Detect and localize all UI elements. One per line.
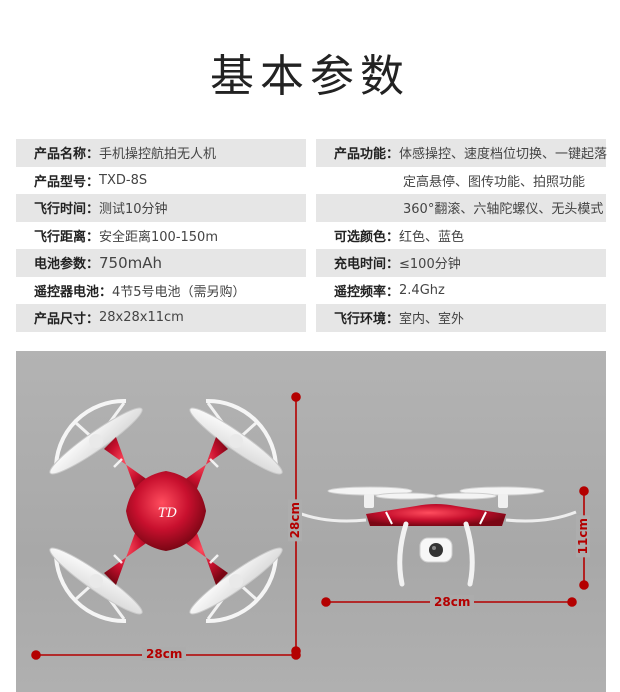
spec-label: 充电时间： (334, 257, 400, 273)
product-photo: TD (16, 351, 606, 692)
spec-value: 4节5号电池（需另购） (112, 284, 246, 300)
spec-row: 飞行距离：安全距离100-150m (16, 222, 306, 250)
spec-value: 750mAh (99, 253, 163, 272)
svg-text:TD: TD (158, 506, 178, 521)
spec-table-right: 产品功能：体感操控、速度档位切换、一键起落 定高悬停、图传功能、拍照功能 360… (316, 139, 608, 332)
spec-label: 产品尺寸： (34, 312, 100, 328)
top-view-drone: TD (49, 398, 283, 624)
spec-value: ≤100分钟 (399, 257, 461, 273)
spec-table-left: 产品名称：手机操控航拍无人机 产品型号：TXD-8S 飞行时间：测试10分钟 飞… (16, 139, 306, 332)
spec-label: 飞行距离： (34, 229, 100, 245)
spec-value: 体感操控、速度档位切换、一键起落 (399, 147, 608, 163)
spec-value: 安全距离100-150m (99, 229, 218, 245)
spec-row: 产品功能：体感操控、速度档位切换、一键起落 (316, 139, 608, 167)
spec-value: 28x28x11cm (99, 310, 184, 326)
spec-value: 定高悬停、图传功能、拍照功能 (403, 174, 586, 190)
spec-row: 电池参数：750mAh (16, 249, 306, 277)
spec-row: 产品名称：手机操控航拍无人机 (16, 139, 306, 167)
drone-illustration: TD (31, 392, 589, 660)
side-view-width-label: 28cm (430, 595, 475, 609)
spec-row: 遥控器电池：4节5号电池（需另购） (16, 277, 306, 305)
spec-value: 2.4Ghz (399, 282, 445, 298)
spec-label: 产品功能： (334, 147, 400, 163)
spec-row: 飞行环境：室内、室外 (316, 304, 606, 332)
top-view-width-label: 28cm (142, 647, 187, 661)
spec-row: 遥控频率：2.4Ghz (316, 277, 606, 305)
spec-value: 室内、室外 (399, 312, 465, 328)
spec-row: 飞行时间：测试10分钟 (16, 194, 306, 222)
spec-label: 电池参数： (34, 257, 100, 273)
spec-label: 产品名称： (34, 147, 100, 163)
spec-row: 定高悬停、图传功能、拍照功能 (316, 167, 606, 195)
spec-row: 产品型号：TXD-8S (16, 167, 306, 195)
spec-value: 红色、蓝色 (399, 229, 465, 245)
page-title: 基本参数 (210, 51, 410, 102)
top-view-depth-label: 28cm (288, 499, 302, 542)
spec-row: 可选颜色：红色、蓝色 (316, 222, 606, 250)
spec-row: 充电时间：≤100分钟 (316, 249, 606, 277)
side-view-height-label: 11cm (576, 515, 590, 558)
spec-label: 飞行时间： (34, 202, 100, 218)
spec-row: 产品尺寸：28x28x11cm (16, 304, 306, 332)
spec-value: TXD-8S (99, 172, 148, 188)
spec-value: 360°翻滚、六轴陀螺仪、无头模式 (403, 202, 604, 218)
spec-label: 飞行环境： (334, 312, 400, 328)
spec-label: 产品型号： (34, 174, 100, 190)
spec-value: 测试10分钟 (99, 202, 168, 218)
spec-label: 可选颜色： (334, 229, 400, 245)
spec-row: 360°翻滚、六轴陀螺仪、无头模式 (316, 194, 606, 222)
spec-label: 遥控器电池： (34, 284, 113, 300)
side-view-drone (295, 486, 577, 587)
spec-label: 遥控频率： (334, 284, 400, 300)
spec-value: 手机操控航拍无人机 (99, 147, 217, 163)
